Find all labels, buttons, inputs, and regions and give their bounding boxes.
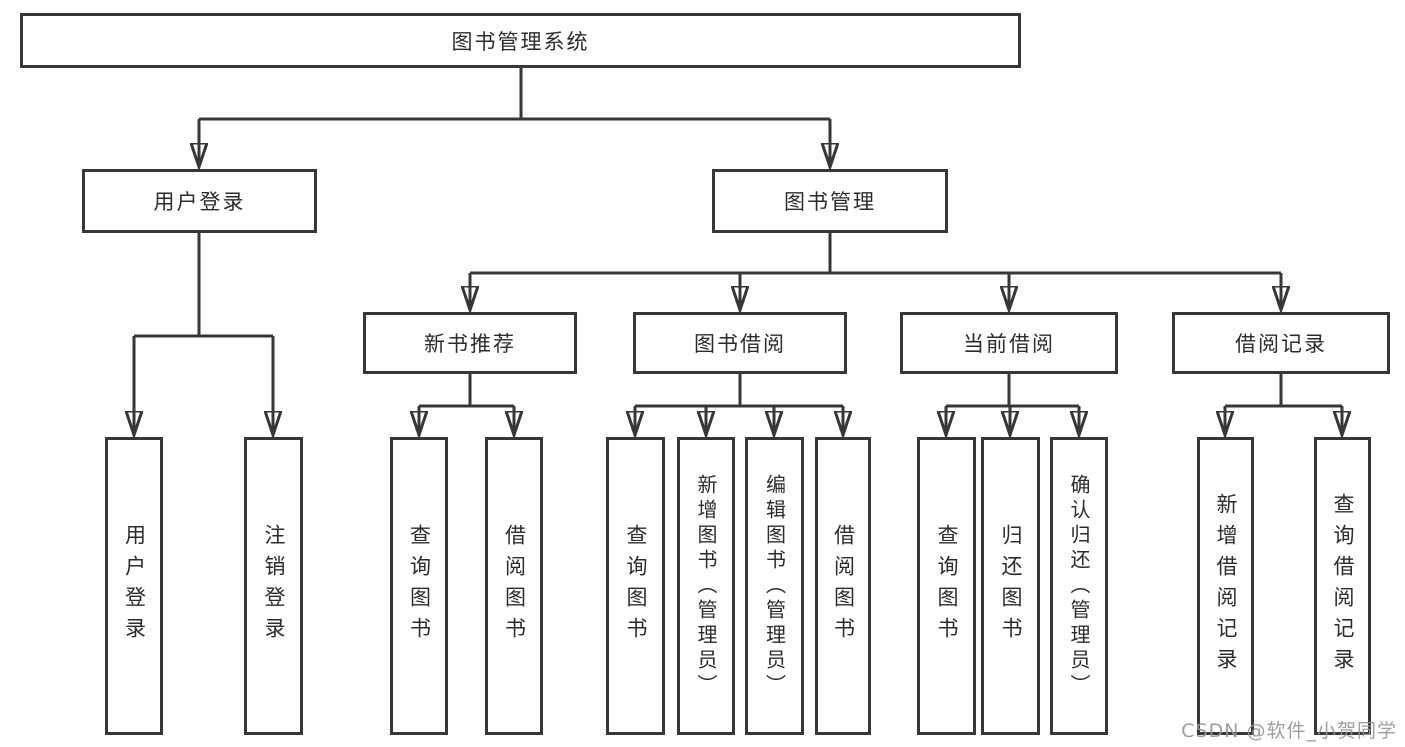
- leaf-current-confirm-return-admin-label: 确认归还（管理员）: [1067, 473, 1091, 699]
- leaf-records-add-record: 新增借阅记录: [1197, 437, 1254, 735]
- leaf-logout: 注销登录: [244, 437, 303, 735]
- leaf-borrow-borrow-books-label: 借阅图书: [831, 524, 856, 648]
- leaf-records-query-record: 查询借阅记录: [1314, 437, 1371, 735]
- node-root-label: 图书管理系统: [451, 29, 590, 54]
- leaf-borrow-edit-books-admin-label: 编辑图书（管理员）: [762, 473, 787, 699]
- leaf-newbook-borrow-books-label: 借阅图书: [502, 524, 527, 648]
- connector-userlogin-to-leaves: [134, 233, 273, 435]
- leaf-current-return-books-label: 归还图书: [999, 524, 1023, 648]
- node-new-book-recommend: 新书推荐: [363, 312, 577, 374]
- leaf-user-login-label: 用户登录: [122, 524, 147, 648]
- leaf-current-query-books: 查询图书: [917, 437, 976, 735]
- node-book-management-label: 图书管理: [784, 190, 876, 214]
- node-book-borrow-label: 图书借阅: [694, 332, 786, 356]
- node-user-login: 用户登录: [82, 169, 317, 233]
- leaf-records-query-record-label: 查询借阅记录: [1331, 493, 1355, 679]
- leaf-current-confirm-return-admin: 确认归还（管理员）: [1050, 437, 1108, 735]
- node-borrow-records: 借阅记录: [1172, 312, 1390, 374]
- leaf-user-login: 用户登录: [105, 437, 163, 735]
- connector-current-to-leaves: [946, 374, 1079, 435]
- leaf-borrow-edit-books-admin: 编辑图书（管理员）: [745, 437, 804, 735]
- leaf-borrow-query-books-label: 查询图书: [624, 524, 648, 648]
- node-current-borrow: 当前借阅: [900, 312, 1118, 374]
- connector-root-to-level2: [199, 68, 830, 167]
- connector-bookmgmt-to-level3: [470, 233, 1281, 310]
- leaf-borrow-add-books-admin-label: 新增图书（管理员）: [694, 473, 718, 699]
- leaf-current-query-books-label: 查询图书: [935, 524, 959, 648]
- node-root: 图书管理系统: [20, 13, 1021, 68]
- node-new-book-recommend-label: 新书推荐: [424, 332, 516, 356]
- connector-records-to-leaves: [1225, 374, 1342, 435]
- node-book-management: 图书管理: [712, 169, 948, 233]
- leaf-newbook-query-books-label: 查询图书: [407, 524, 432, 648]
- connector-borrow-to-leaves: [635, 374, 843, 435]
- connector-newbook-to-leaves: [419, 374, 514, 435]
- leaf-borrow-query-books: 查询图书: [606, 437, 665, 735]
- node-book-borrow: 图书借阅: [633, 312, 847, 374]
- leaf-current-return-books: 归还图书: [981, 437, 1040, 735]
- leaf-borrow-add-books-admin: 新增图书（管理员）: [677, 437, 735, 735]
- watermark: CSDN @软件_小贺同学: [1181, 720, 1397, 742]
- leaf-borrow-borrow-books: 借阅图书: [815, 437, 871, 735]
- leaf-newbook-borrow-books: 借阅图书: [485, 437, 543, 735]
- node-borrow-records-label: 借阅记录: [1235, 332, 1327, 356]
- leaf-logout-label: 注销登录: [262, 524, 286, 648]
- leaf-records-add-record-label: 新增借阅记录: [1214, 493, 1238, 679]
- node-user-login-label: 用户登录: [153, 190, 246, 214]
- node-current-borrow-label: 当前借阅: [963, 332, 1055, 356]
- leaf-newbook-query-books: 查询图书: [390, 437, 448, 735]
